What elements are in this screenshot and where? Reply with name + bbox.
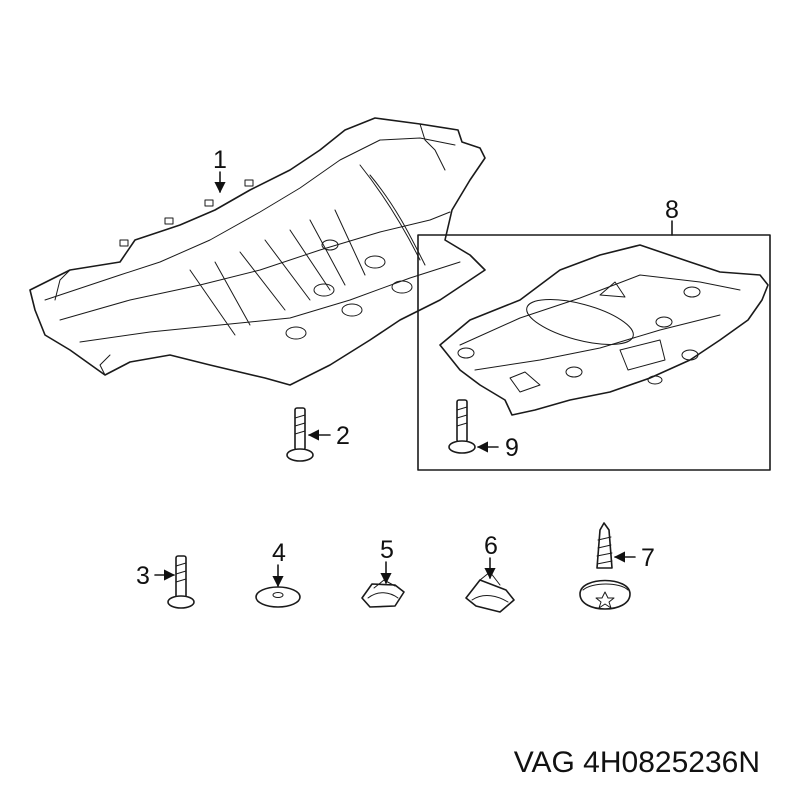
skid-plate-part [417, 234, 771, 471]
callout-6: 6 [484, 532, 498, 560]
screw-part-7 [579, 522, 631, 610]
callout-5: 5 [380, 536, 394, 564]
callout-4: 4 [272, 539, 286, 567]
callout-2: 2 [336, 422, 350, 450]
callout-8: 8 [665, 196, 679, 224]
clip-part-6 [465, 571, 515, 613]
part-number-caption: VAG 4H0825236N [514, 746, 760, 779]
underbody-shield-part [29, 117, 486, 386]
callout-1: 1 [213, 146, 227, 174]
part-8-box [417, 234, 771, 471]
clip-part-5 [361, 579, 405, 608]
callout-3: 3 [136, 562, 150, 590]
washer-part-4 [255, 586, 301, 608]
callout-9: 9 [505, 434, 519, 462]
callout-7: 7 [641, 544, 655, 572]
bolt-part-9 [448, 399, 476, 454]
bolt-part-3 [167, 555, 195, 609]
bolt-part-2 [286, 407, 314, 462]
